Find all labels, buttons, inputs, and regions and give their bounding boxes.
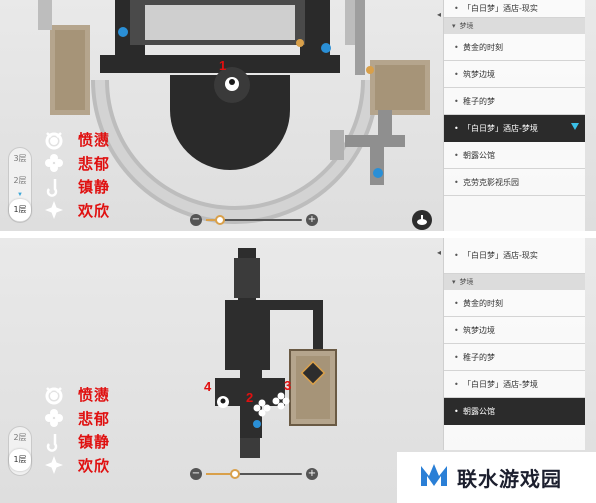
central-hall (170, 75, 290, 170)
legend-label: 镇静 (78, 433, 111, 452)
marker-clover-flower-icon (272, 392, 290, 410)
teleport-icon (373, 168, 383, 178)
legend-label: 愤懑 (78, 131, 111, 150)
area-list-top: ◂ •「白日梦」酒店-现实 ▾梦境 •黄金的时刻 •筑梦边境 •稚子的梦 •「白… (437, 0, 585, 231)
floor-button-active[interactable]: 1层 (9, 449, 31, 471)
zoom-track[interactable] (206, 215, 302, 225)
teleport-icon (253, 420, 261, 428)
star-burst-icon (42, 454, 66, 476)
collapse-arrow-icon[interactable]: ◂ (437, 248, 442, 257)
legend-row: 愤懑 (42, 128, 132, 152)
anger-mask-icon (42, 129, 66, 151)
zoom-out-button[interactable]: − (190, 468, 202, 480)
zoom-slider[interactable]: − + (190, 214, 318, 226)
legend-row: 悲郁 (42, 152, 132, 176)
legend-row: 镇静 (42, 175, 132, 199)
marker-number: 3 (284, 378, 292, 393)
marker-number: 2 (246, 390, 254, 405)
marker-number: 4 (204, 379, 212, 394)
zoom-handle[interactable] (229, 469, 240, 479)
zoom-in-button[interactable]: + (306, 214, 318, 226)
location-arrow-icon (571, 123, 579, 130)
legend-label: 镇静 (78, 178, 111, 197)
area-list-bottom: ◂ •「白日梦」酒店-现实 ▾梦境 •黄金的时刻 •筑梦边境 •稚子的梦 •「白… (437, 238, 585, 450)
legend-row: 愤懑 (42, 383, 132, 407)
chevron-down-icon: ▾ (452, 278, 456, 286)
watermark-text: 联水游戏园 (457, 467, 562, 491)
legend-row: 镇静 (42, 430, 132, 454)
marker-clover-flower-icon (253, 399, 271, 417)
emotion-legend: 愤懑 悲郁 镇静 欢欣 (42, 128, 132, 222)
collapse-arrow-icon[interactable]: ◂ (437, 10, 442, 19)
map-panel-bottom: 2 3 4 2层 1层 愤懑 悲郁 镇静 欢欣 (0, 238, 596, 503)
anger-mask-icon (42, 384, 66, 406)
area-item[interactable]: •黄金的时刻 (444, 290, 585, 317)
corridor-upper (100, 55, 340, 73)
area-item[interactable]: •筑梦边境 (444, 317, 585, 344)
section-header[interactable]: ▾梦境 (444, 18, 585, 34)
map-panel-top: 1 3层 2层 ▼ 1层 愤懑 悲郁 镇静 (0, 0, 596, 231)
legend-row: 悲郁 (42, 407, 132, 431)
legend-label: 愤懑 (78, 386, 111, 405)
floor-selector: 2层 1层 (8, 426, 32, 476)
floor-button[interactable]: 2层 (13, 433, 27, 442)
legend-label: 欢欣 (78, 456, 111, 475)
emotion-legend: 愤懑 悲郁 镇静 欢欣 (42, 383, 132, 477)
clover-flower-icon (42, 407, 66, 429)
area-item[interactable]: •黄金的时刻 (444, 34, 585, 61)
marker-number: 1 (219, 58, 227, 73)
zoom-track[interactable] (206, 469, 302, 479)
hook-icon (42, 176, 66, 198)
area-item[interactable]: •「白日梦」酒店-梦境 (444, 371, 585, 398)
star-burst-icon (42, 199, 66, 221)
chest-icon (366, 66, 374, 74)
floor-button-active[interactable]: 1层 (9, 199, 31, 221)
site-watermark: 联水游戏园 (397, 452, 596, 503)
area-item[interactable]: •稚子的梦 (444, 88, 585, 115)
legend-label: 欢欣 (78, 201, 111, 220)
lower-cross (215, 363, 285, 438)
zoom-in-button[interactable]: + (306, 468, 318, 480)
area-item[interactable]: •「白日梦」酒店-现实 (444, 0, 585, 18)
zoom-handle[interactable] (215, 215, 226, 225)
floor-selector: 3层 2层 ▼ 1层 (8, 147, 32, 223)
area-item-selected[interactable]: •「白日梦」酒店-梦境 (444, 115, 585, 142)
map-canvas-top[interactable] (0, 0, 596, 231)
chest-icon (296, 39, 304, 47)
zoom-out-button[interactable]: − (190, 214, 202, 226)
chevron-down-icon: ▾ (452, 22, 456, 30)
site-logo-icon (419, 460, 449, 495)
area-item-selected[interactable]: •朝露公馆 (444, 398, 585, 425)
legend-label: 悲郁 (78, 409, 111, 428)
main-hall (225, 300, 270, 370)
legend-row: 欢欣 (42, 199, 132, 223)
floor-button[interactable]: 2层 (13, 176, 27, 185)
clover-flower-icon (42, 152, 66, 174)
area-item[interactable]: •克劳克影视乐园 (444, 169, 585, 196)
current-floor-marker-icon: ▼ (17, 192, 23, 198)
teapot-icon[interactable] (412, 210, 432, 230)
area-item[interactable]: •筑梦边境 (444, 61, 585, 88)
legend-row: 欢欣 (42, 454, 132, 478)
zoom-slider[interactable]: − + (190, 468, 318, 480)
section-header[interactable]: ▾梦境 (444, 274, 585, 290)
area-item[interactable]: •稚子的梦 (444, 344, 585, 371)
floor-button[interactable]: 3层 (13, 154, 27, 163)
area-item[interactable]: •「白日梦」酒店-现实 (444, 238, 585, 274)
teleport-icon (321, 43, 331, 53)
map-canvas-bottom[interactable] (0, 238, 596, 503)
legend-label: 悲郁 (78, 154, 111, 173)
hook-icon (42, 431, 66, 453)
area-item[interactable]: •朝露公馆 (444, 142, 585, 169)
teleport-icon (118, 27, 128, 37)
panel-divider (0, 231, 596, 238)
